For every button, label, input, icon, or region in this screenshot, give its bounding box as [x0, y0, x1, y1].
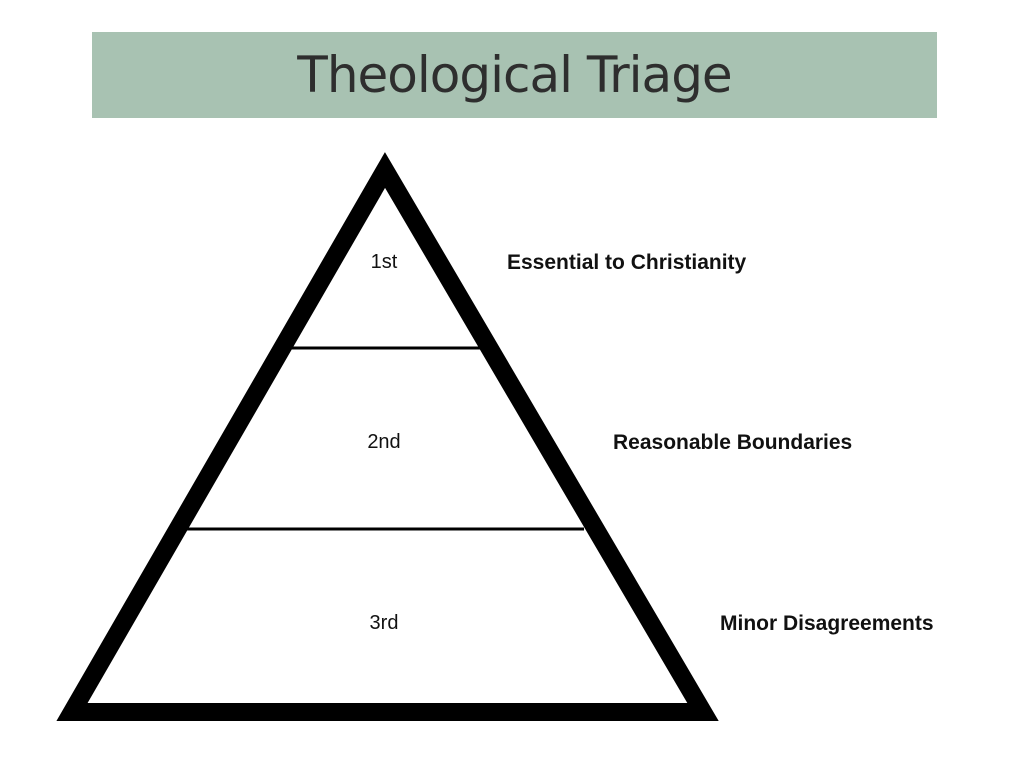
title-bar: Theological Triage [92, 32, 937, 118]
tier-2-description: Reasonable Boundaries [613, 431, 852, 454]
tier-1-description: Essential to Christianity [507, 251, 747, 274]
tier-2-rank: 2nd [367, 431, 400, 453]
tier-3-rank: 3rd [370, 612, 399, 634]
tier-3-description: Minor Disagreements [720, 612, 934, 635]
tier-1-rank: 1st [371, 251, 398, 273]
pyramid-outline [56, 152, 719, 721]
slide-title: Theological Triage [297, 46, 732, 104]
